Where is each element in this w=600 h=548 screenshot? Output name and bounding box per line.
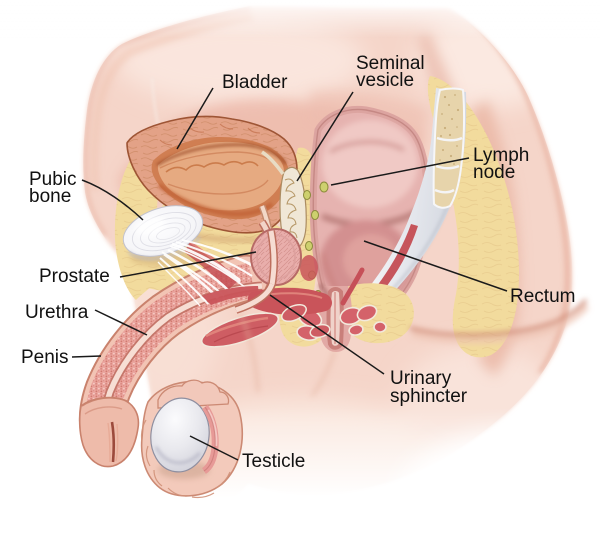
svg-text:Bladder: Bladder: [222, 72, 288, 93]
svg-text:Penis: Penis: [21, 347, 69, 368]
svg-text:sphincter: sphincter: [390, 386, 468, 407]
svg-text:Prostate: Prostate: [39, 266, 110, 287]
svg-text:node: node: [473, 162, 515, 183]
svg-text:Rectum: Rectum: [510, 286, 575, 307]
svg-text:bone: bone: [29, 186, 71, 207]
svg-text:Lymph: Lymph: [473, 145, 529, 166]
svg-text:Pubic: Pubic: [29, 169, 77, 190]
svg-text:Seminal: Seminal: [356, 53, 425, 74]
svg-text:vesicle: vesicle: [356, 70, 414, 91]
svg-text:Urinary: Urinary: [390, 368, 452, 389]
svg-text:Urethra: Urethra: [25, 302, 89, 323]
svg-text:Testicle: Testicle: [242, 451, 305, 472]
